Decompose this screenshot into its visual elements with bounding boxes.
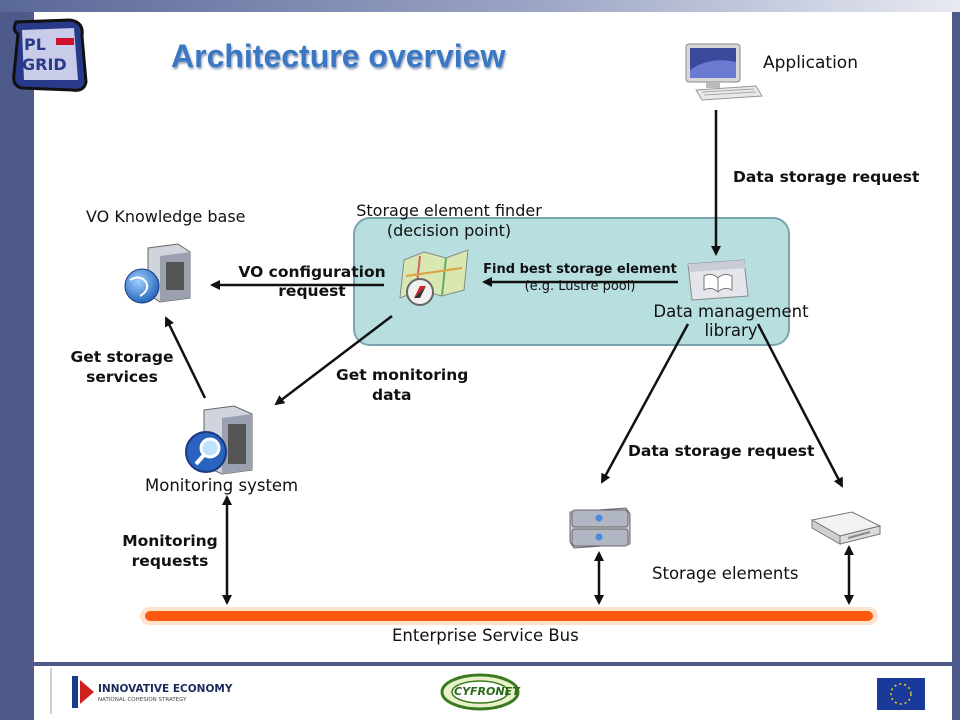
label-get-storage-line2: services [86, 368, 158, 386]
external-drive-icon [810, 511, 882, 545]
top-gradient-bar [0, 0, 960, 12]
plgrid-logo: PL GRID [12, 18, 88, 92]
label-find-best: Find best storage element (e.g. Lustre p… [478, 262, 682, 294]
server-globe-icon [124, 243, 191, 304]
footer-cyfronet: CYFRONET [454, 685, 520, 698]
label-find-best-line2: (e.g. Lustre pool) [524, 279, 636, 294]
esb-bar [140, 607, 878, 625]
label-dml-line1: Data management [653, 302, 809, 321]
footer-innovative-sub: NATIONAL COHESION STRATEGY [98, 697, 187, 703]
arrow-monitoring-to-kb [164, 316, 207, 399]
label-get-storage-services: Get storage services [62, 348, 182, 386]
label-vo-config-line2: request [278, 282, 346, 300]
label-storage-elements: Storage elements [652, 564, 799, 583]
disk-array-icon [569, 507, 631, 549]
arrow-dml-to-array [600, 323, 690, 484]
label-data-storage-request-top: Data storage request [733, 168, 920, 186]
innovative-economy-logo [50, 668, 94, 714]
label-get-monitoring-data: Get monitoring data [336, 366, 468, 404]
label-get-monitoring-line1: Get monitoring [336, 366, 469, 384]
page-title: Architecture overview [171, 38, 506, 74]
eu-flag-icon [877, 678, 925, 710]
label-monitoring-requests-line2: requests [131, 552, 209, 570]
label-vo-config-line1: VO configuration [238, 263, 386, 281]
label-storage-finder-line2: (decision point) [386, 221, 512, 240]
label-storage-finder-line1: Storage element finder [356, 201, 542, 220]
map-compass-icon [399, 249, 469, 306]
arrow-finder-to-monitoring [274, 315, 393, 406]
label-find-best-line1: Find best storage element [483, 262, 677, 277]
arrow-dml-to-drive [756, 323, 844, 488]
label-storage-finder: Storage element finder (decision point) [336, 201, 562, 240]
label-vo-config-request: VO configuration request [232, 263, 392, 300]
server-magnifier-icon [185, 405, 253, 475]
label-vo-knowledge-base: VO Knowledge base [86, 207, 246, 226]
book-folder-icon [687, 259, 749, 301]
label-monitoring-requests: Monitoring requests [112, 532, 228, 570]
footer-innovative-economy: INNOVATIVE ECONOMY [98, 683, 233, 695]
label-application: Application [763, 53, 858, 73]
computer-icon [685, 43, 763, 101]
label-enterprise-service-bus: Enterprise Service Bus [392, 626, 579, 645]
svg-text:PL: PL [24, 35, 46, 54]
label-monitoring-requests-line1: Monitoring [122, 532, 218, 550]
label-data-storage-request-bottom: Data storage request [628, 442, 815, 460]
cyfronet-logo [440, 673, 520, 711]
label-monitoring-system: Monitoring system [145, 476, 299, 495]
label-data-management-library: Data management library [636, 302, 826, 340]
label-dml-line2: library [704, 321, 758, 340]
label-get-storage-line1: Get storage [70, 348, 174, 366]
label-get-monitoring-line2: data [372, 386, 412, 404]
svg-text:GRID: GRID [22, 55, 67, 74]
